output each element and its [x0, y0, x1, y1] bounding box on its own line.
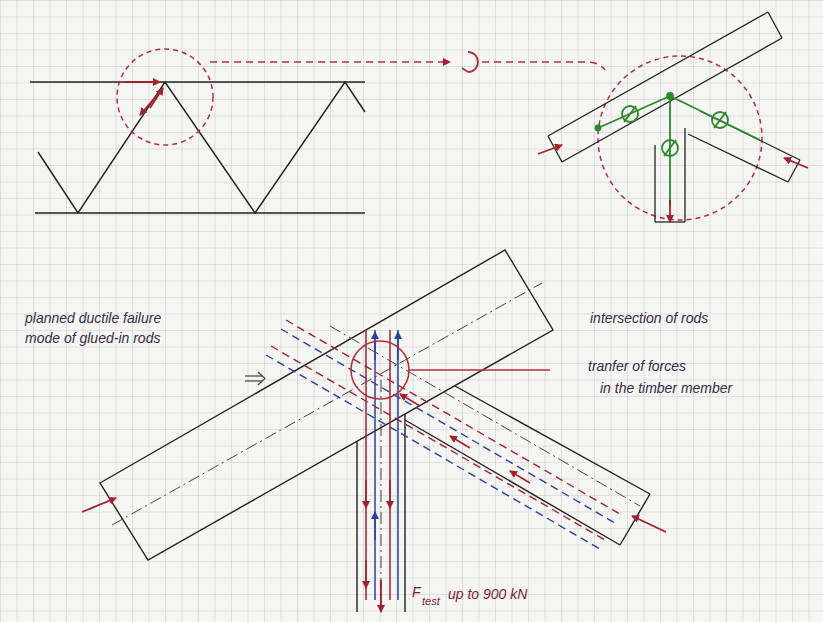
truss	[30, 82, 365, 213]
truss-node-forces	[117, 49, 213, 145]
note-label: tranfer of forces	[588, 356, 686, 376]
joint-detail	[548, 12, 800, 222]
member-axes	[112, 283, 640, 612]
note-label: F	[412, 582, 421, 602]
timber-members	[100, 250, 650, 612]
note-label: planned ductile failure mode of glued-in…	[25, 308, 197, 348]
diagonal-rods	[266, 320, 620, 549]
diagonal-rod-forces	[400, 394, 530, 483]
glued-in-rods-detail	[596, 93, 761, 205]
post-rod-forces	[366, 332, 398, 588]
post-rods	[366, 330, 398, 600]
pointer-mark	[245, 372, 265, 385]
note-label: up to 900 kN	[448, 584, 527, 604]
detail-link	[210, 52, 762, 220]
external-forces	[82, 498, 666, 612]
intersection-highlight	[351, 341, 550, 399]
detail-forces	[538, 145, 808, 222]
note-label: intersection of rods	[590, 308, 708, 328]
note-label: test	[422, 594, 440, 608]
note-label: in the timber member	[600, 378, 732, 398]
